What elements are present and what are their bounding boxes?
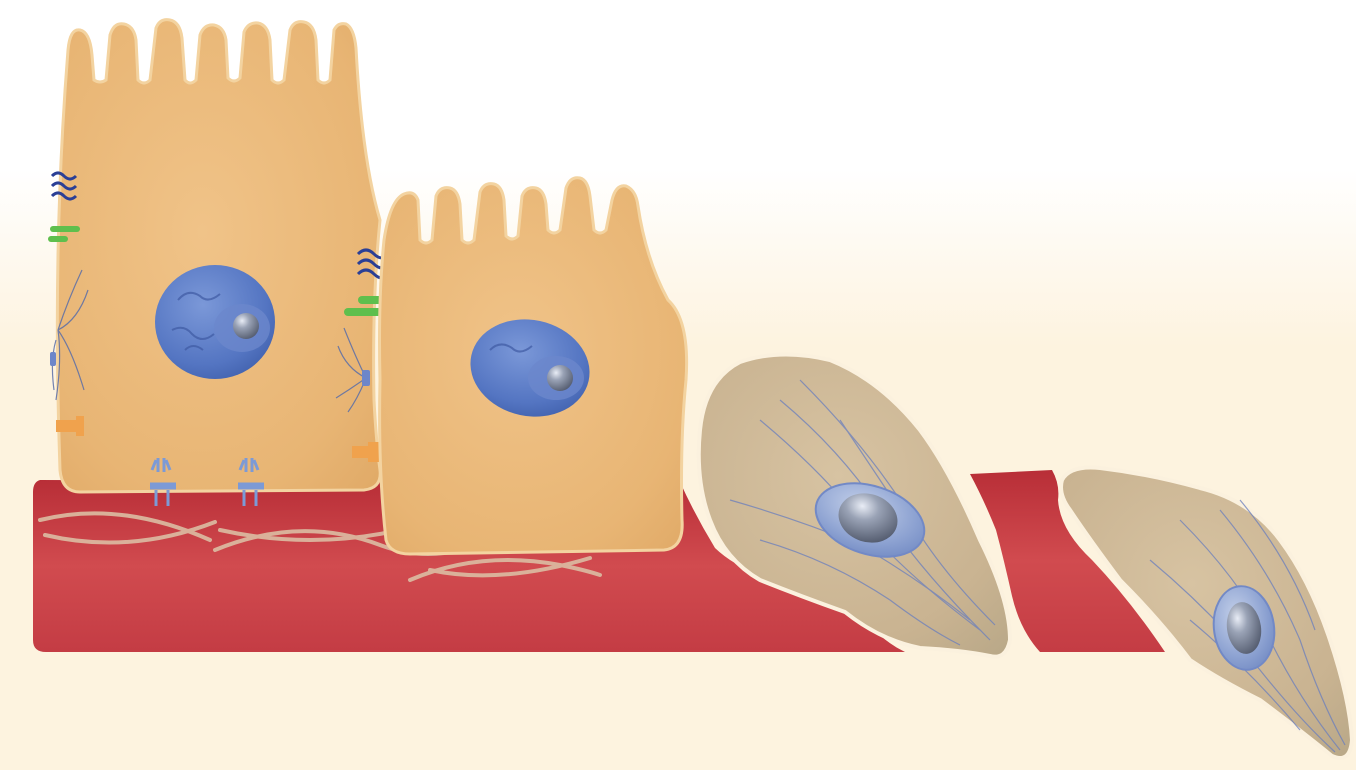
nucleolus: [233, 313, 259, 339]
desmosome-icon: [50, 352, 56, 366]
epithelial-cell-1: [48, 20, 406, 506]
epithelial-cell-body: [57, 20, 380, 492]
nucleolus: [547, 365, 573, 391]
desmosome-icon: [362, 370, 370, 386]
